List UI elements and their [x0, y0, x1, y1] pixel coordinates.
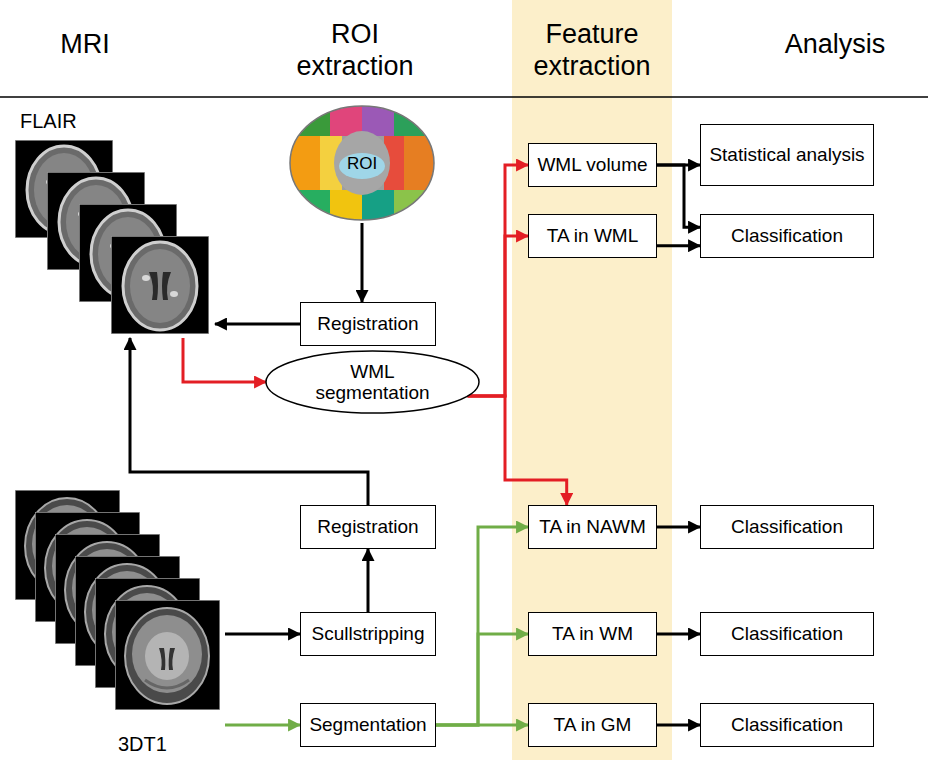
mri-slice: [115, 600, 220, 710]
analysis-box: Classification: [700, 505, 874, 549]
process-box: Segmentation: [300, 703, 436, 747]
flair-image-stack: [15, 140, 209, 334]
process-ellipse: WML segmentation: [265, 350, 480, 414]
feature-box: TA in GM: [528, 703, 657, 747]
flow-arrow: [657, 633, 700, 636]
flow-arrow: [468, 165, 528, 396]
flow-arrow: [215, 323, 300, 326]
node-text: WML volume: [537, 154, 647, 175]
highlight-band: [512, 0, 672, 760]
node-text: TA in WM: [552, 623, 633, 644]
node-text: ROI: [347, 154, 377, 173]
node-text: Registration: [317, 313, 418, 334]
analysis-box: Classification: [700, 703, 874, 747]
flow-arrow: [468, 396, 567, 505]
ellipse-shape: [266, 351, 479, 413]
flow-arrow: [657, 165, 700, 227]
analysis-box: Classification: [700, 214, 874, 258]
process-box: Scullstripping: [300, 612, 436, 656]
column-header: Feature extraction: [512, 18, 672, 83]
flow-arrow: [436, 634, 528, 725]
node-text: Statistical analysis: [709, 144, 864, 165]
image-stack: FLAIR: [10, 110, 215, 338]
node-text: TA in WML: [547, 225, 639, 246]
atlas-outline: [290, 106, 434, 220]
node-text: WML segmentation: [308, 361, 438, 404]
node-text: TA in NAWM: [539, 516, 646, 537]
flow-arrow: [225, 724, 300, 727]
column-header: MRI: [30, 28, 140, 60]
node-text: FLAIR: [20, 110, 77, 132]
flow-arrow: [657, 244, 700, 247]
node-text: Classification: [731, 623, 843, 644]
mri-slice: [111, 236, 209, 334]
flow-arrow: [468, 236, 528, 396]
column-header: Analysis: [760, 28, 910, 60]
flow-arrow: [361, 223, 364, 302]
node-text: Segmentation: [309, 714, 426, 735]
node-text: Classification: [731, 516, 843, 537]
node-text: Scullstripping: [312, 623, 425, 644]
flow-arrow: [183, 338, 266, 382]
process-box: Registration: [300, 505, 436, 549]
feature-box: TA in WML: [528, 214, 657, 258]
feature-box: TA in WM: [528, 612, 657, 656]
header-rule: [0, 96, 928, 98]
atlas-image: ROI: [287, 105, 437, 223]
flow-arrow: [657, 526, 700, 529]
flow-arrow: [225, 633, 300, 636]
analysis-box: Classification: [700, 612, 874, 656]
node-text: Registration: [317, 516, 418, 537]
flow-arrow: [436, 724, 528, 727]
node-text: Classification: [731, 225, 843, 246]
node-text: Classification: [731, 714, 843, 735]
flow-arrow: [657, 724, 700, 727]
image-stack: 3DT1: [10, 485, 225, 755]
column-header: ROI extraction: [275, 18, 435, 83]
flow-arrow: [367, 549, 370, 612]
node-text: TA in GM: [554, 714, 632, 735]
process-box: Registration: [300, 302, 436, 346]
node-text: 3DT1: [118, 733, 167, 755]
flow-arrow: [436, 527, 528, 725]
feature-box: TA in NAWM: [528, 505, 657, 549]
analysis-box: Statistical analysis: [700, 124, 874, 186]
brain-atlas: [288, 104, 436, 222]
t1-image-stack: [15, 490, 220, 710]
feature-box: WML volume: [528, 143, 657, 187]
